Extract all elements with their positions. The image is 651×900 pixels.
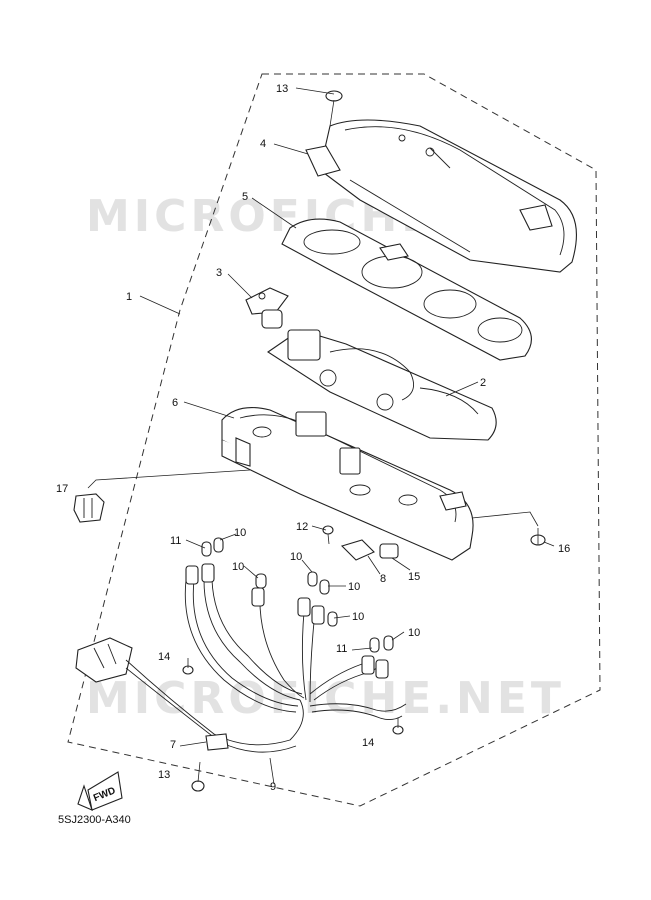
connector-clip xyxy=(73,493,105,523)
watermark-bottom: MICROFICHE.NET xyxy=(86,673,565,724)
callout-5: 5 xyxy=(242,191,248,203)
callout-3: 3 xyxy=(216,267,222,279)
callout-4: 4 xyxy=(260,138,266,150)
bulb-icons xyxy=(201,537,394,653)
screw-icon-14-right xyxy=(392,718,404,735)
sensor-unit xyxy=(340,539,399,561)
callout-10-d: 10 xyxy=(348,581,360,593)
diagram-code: 5SJ2300-A340 xyxy=(58,814,131,826)
callout-16: 16 xyxy=(558,543,570,555)
callout-10-b: 10 xyxy=(232,561,244,573)
callout-7: 7 xyxy=(170,739,176,751)
callout-10-e: 10 xyxy=(352,611,364,623)
callout-10-f: 10 xyxy=(408,627,420,639)
callout-8: 8 xyxy=(380,573,386,585)
callout-15: 15 xyxy=(408,571,420,583)
callout-11-right: 11 xyxy=(336,643,347,655)
leader-lines xyxy=(87,87,555,785)
callout-2: 2 xyxy=(480,377,486,389)
meter-cover xyxy=(305,119,577,273)
wire-harness xyxy=(75,563,407,753)
callout-9: 9 xyxy=(270,781,276,793)
meter-case xyxy=(221,407,474,561)
screw-icon-13-bottom xyxy=(191,761,205,792)
forward-arrow-icon: FWD xyxy=(77,771,123,811)
small-bracket xyxy=(245,287,289,329)
callout-1: 1 xyxy=(126,291,132,303)
assembly-boundary xyxy=(67,73,601,807)
bezel-frame xyxy=(281,218,532,361)
callout-10-a: 10 xyxy=(234,527,246,539)
callout-12: 12 xyxy=(296,521,308,533)
callout-13-bottom: 13 xyxy=(158,769,170,781)
screw-icon-14-left xyxy=(182,658,194,675)
screw-icon-12 xyxy=(322,525,334,545)
callout-6: 6 xyxy=(172,397,178,409)
callout-17: 17 xyxy=(56,483,68,495)
callout-10-c: 10 xyxy=(290,551,302,563)
callouts: 13 4 5 3 1 2 6 17 12 16 11 10 10 8 15 10… xyxy=(56,83,570,793)
screw-icon-top xyxy=(325,90,343,127)
screw-icon-16 xyxy=(530,528,546,546)
dial-faceplate xyxy=(267,329,497,441)
callout-14-left: 14 xyxy=(158,651,170,663)
callout-14-right: 14 xyxy=(362,737,374,749)
callout-13-top: 13 xyxy=(276,83,288,95)
callout-11-left: 11 xyxy=(170,535,181,547)
